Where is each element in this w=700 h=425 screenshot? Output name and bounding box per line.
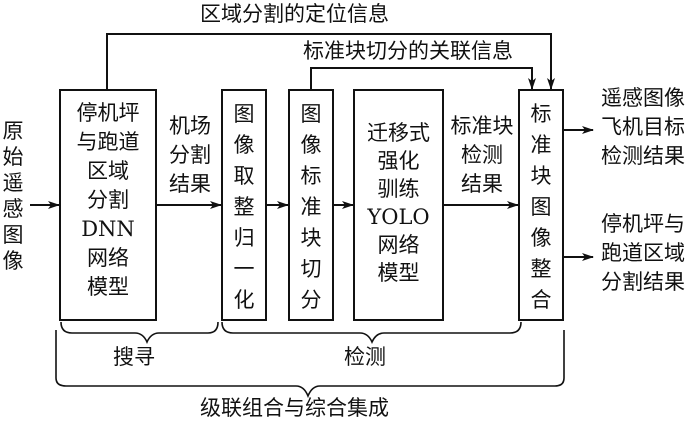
box-line: 归 [233,226,255,250]
box-line: 切 [300,257,322,281]
output-apron-runway-seg: 停机坪与 跑道区域 分割结果 [601,210,700,297]
box-line: 标 [530,102,552,126]
input-char: 原 [2,119,24,143]
brace-label-search: 搜寻 [113,345,155,369]
box-line: 网络 [87,246,129,270]
box-line: 准 [300,195,322,219]
box-line: 分 [300,288,322,312]
label-region-location-info: 区域分割的定位信息 [200,2,389,26]
box-line: 模型 [377,261,420,285]
box-line: 标 [300,164,322,188]
box-block-merge: 标 准 块 图 像 整 合 [518,89,564,321]
input-char: 遥 [2,171,24,195]
box-line: 化 [233,288,255,312]
box-line: YOLO [367,205,430,229]
box-line: 区域 [87,159,129,183]
box-line: 准 [530,133,552,157]
output-line: 停机坪与 [601,212,685,236]
input-label-raw-image: 原 始 遥 感 图 像 [2,118,24,274]
box-segmentation-dnn: 停机坪 与跑道 区域 分割 DNN 网络 模型 [59,89,157,321]
output-line: 遥感图像 [601,86,685,110]
box-line: 取 [233,164,255,188]
label-block-detect-result: 标准块 检测 结果 [444,112,520,199]
box-line: 驯练 [377,177,420,201]
edge-label-line: 结果 [169,172,211,196]
box-line: DNN [81,217,135,241]
box-line: 迁移式 [367,121,430,145]
box-line: 像 [233,133,255,157]
box-image-normalize: 图 像 取 整 归 一 化 [221,89,267,321]
label-airport-seg-result: 机场 分割 结果 [162,112,218,199]
box-line: 整 [233,195,255,219]
box-line: 合 [530,288,552,312]
brace-search [60,321,219,344]
box-line: 图 [233,102,255,126]
box-line: 模型 [87,275,129,299]
box-yolo-model: 迁移式 强化 驯练 YOLO 网络 模型 [353,89,444,321]
brace-detect [221,321,522,344]
label-block-association-info: 标准块切分的关联信息 [303,39,513,63]
brace-label-overall: 级联组合与综合集成 [200,396,389,420]
box-line: 一 [233,257,255,281]
input-char: 像 [2,249,24,273]
brace-label-detect: 检测 [344,345,386,369]
edge-label-line: 机场 [169,114,211,138]
output-line: 分割结果 [601,270,685,294]
output-line: 跑道区域 [601,241,685,265]
box-line: 图 [530,195,552,219]
edge-label-line: 标准块 [450,114,514,138]
box-line: 与跑道 [76,130,140,154]
input-char: 感 [2,197,24,221]
edge-label-line: 分割 [169,143,211,167]
feedback-line-block-association [310,67,536,90]
edge-label-line: 结果 [461,172,503,196]
box-line: 网络 [377,233,420,257]
input-char: 始 [2,145,24,169]
feedback-line-region-location [106,33,555,90]
output-line: 检测结果 [601,144,685,168]
box-line: 像 [530,226,552,250]
box-block-split: 图 像 标 准 块 切 分 [288,89,334,321]
box-line: 停机坪 [76,101,140,125]
box-line: 分割 [87,188,129,212]
output-line: 飞机目标 [601,115,685,139]
box-line: 强化 [377,149,420,173]
box-line: 整 [530,257,552,281]
input-char: 图 [2,223,24,247]
box-line: 块 [300,226,322,250]
box-line: 图 [300,102,322,126]
edge-label-line: 检测 [461,143,503,167]
box-line: 块 [530,164,552,188]
box-line: 像 [300,133,322,157]
brace-overall [55,330,565,399]
output-aircraft-detection: 遥感图像 飞机目标 检测结果 [601,84,700,171]
